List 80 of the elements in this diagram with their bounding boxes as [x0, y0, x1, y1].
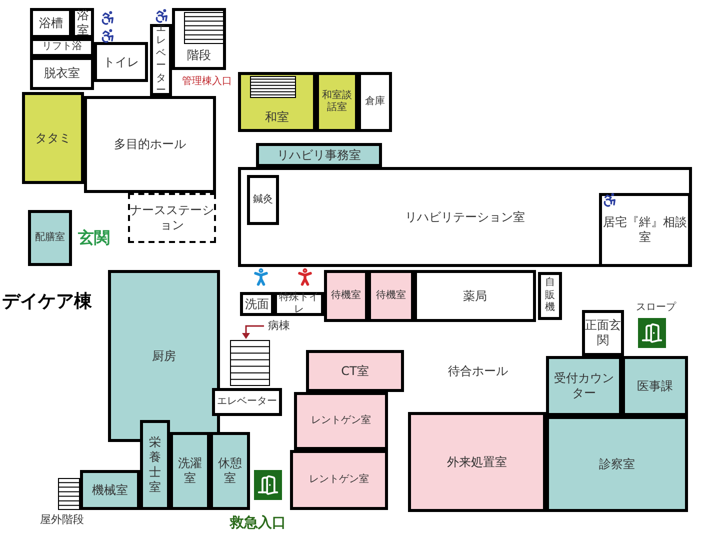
room-label: 自販機: [545, 277, 555, 315]
area-label: 救急入口: [230, 514, 286, 533]
room: [22, 92, 84, 184]
room: [30, 8, 72, 38]
room: [316, 72, 358, 132]
room-label: トイレ: [103, 54, 139, 70]
room: [546, 416, 688, 512]
room: [84, 96, 216, 193]
room: [408, 412, 546, 512]
room-label: リハビリ事務室: [277, 148, 361, 162]
room-label: 待合ホール: [448, 364, 508, 378]
area-label: 病棟: [268, 318, 290, 334]
room: [368, 270, 414, 322]
room: [294, 392, 388, 450]
room-label: 薬局: [463, 288, 487, 304]
room-label: 多目的ホール: [114, 137, 186, 152]
room: [582, 310, 624, 356]
area-label: 玄関: [78, 227, 110, 249]
room-label: 洗濯室: [177, 456, 203, 486]
room-label: 厨房: [152, 348, 176, 364]
area-label: 管理棟入口: [182, 74, 232, 89]
room-label: 階段: [187, 48, 211, 63]
room: [80, 470, 140, 510]
room-label: 休憩室: [217, 456, 243, 486]
room-label: 受付カウンター: [553, 371, 615, 401]
room: [150, 24, 172, 96]
room: [140, 420, 170, 510]
room-label: 脱衣室: [44, 66, 80, 81]
room-label: 正面玄関: [585, 318, 621, 348]
room: [306, 350, 404, 392]
room: [170, 432, 210, 510]
room: [538, 272, 562, 320]
room-label: 和室: [265, 110, 289, 125]
room: [212, 388, 282, 416]
room: [30, 57, 94, 90]
room-label: 鍼灸: [253, 194, 273, 206]
room: [414, 270, 536, 322]
room-label: 浴槽: [39, 16, 63, 30]
room-label: 居宅『絆』相談室: [602, 215, 688, 245]
room-label: 待機室: [331, 290, 361, 302]
room: [238, 167, 692, 267]
room-label: 医事課: [637, 378, 673, 394]
room-label: リフト浴: [42, 41, 82, 54]
room: [94, 42, 148, 82]
room-label: レントゲン室: [309, 474, 369, 486]
room-label: 和室談話室: [321, 90, 353, 114]
room: [30, 38, 94, 57]
room: [72, 8, 94, 38]
room-label: ナースステーション: [130, 203, 214, 233]
room: [290, 450, 388, 510]
room-label: 特殊トイレ: [278, 292, 320, 316]
room: [358, 72, 392, 132]
area-label: デイケア棟: [2, 290, 92, 314]
room-label: 洗面: [245, 296, 269, 312]
room: [599, 193, 691, 267]
room-label: CT室: [341, 364, 369, 378]
room-label: エレベーター: [217, 396, 277, 408]
room-label: 機械室: [92, 482, 128, 498]
room: [274, 292, 324, 316]
room-label: 診察室: [599, 456, 635, 472]
room: [128, 193, 216, 243]
room: [622, 356, 688, 416]
room: [210, 432, 250, 510]
room-label: 浴室: [77, 8, 89, 38]
room-label: 配膳室: [35, 232, 65, 244]
room: [240, 292, 274, 316]
area-label: 屋外階段: [40, 512, 84, 528]
room-label: タタミ: [35, 130, 71, 146]
room-label: レントゲン室: [311, 414, 371, 428]
room-label: 栄養士室: [149, 435, 161, 495]
area-label: スロープ: [636, 300, 676, 315]
room: [28, 210, 72, 266]
room: [546, 356, 622, 416]
room: [324, 270, 368, 322]
room-label: リハビリテーション室: [405, 210, 525, 224]
room-label: 待機室: [376, 290, 406, 302]
room: [256, 143, 382, 167]
room-label: 倉庫: [365, 96, 385, 108]
room: [247, 175, 279, 225]
room-label: 外来処置室: [447, 454, 507, 470]
